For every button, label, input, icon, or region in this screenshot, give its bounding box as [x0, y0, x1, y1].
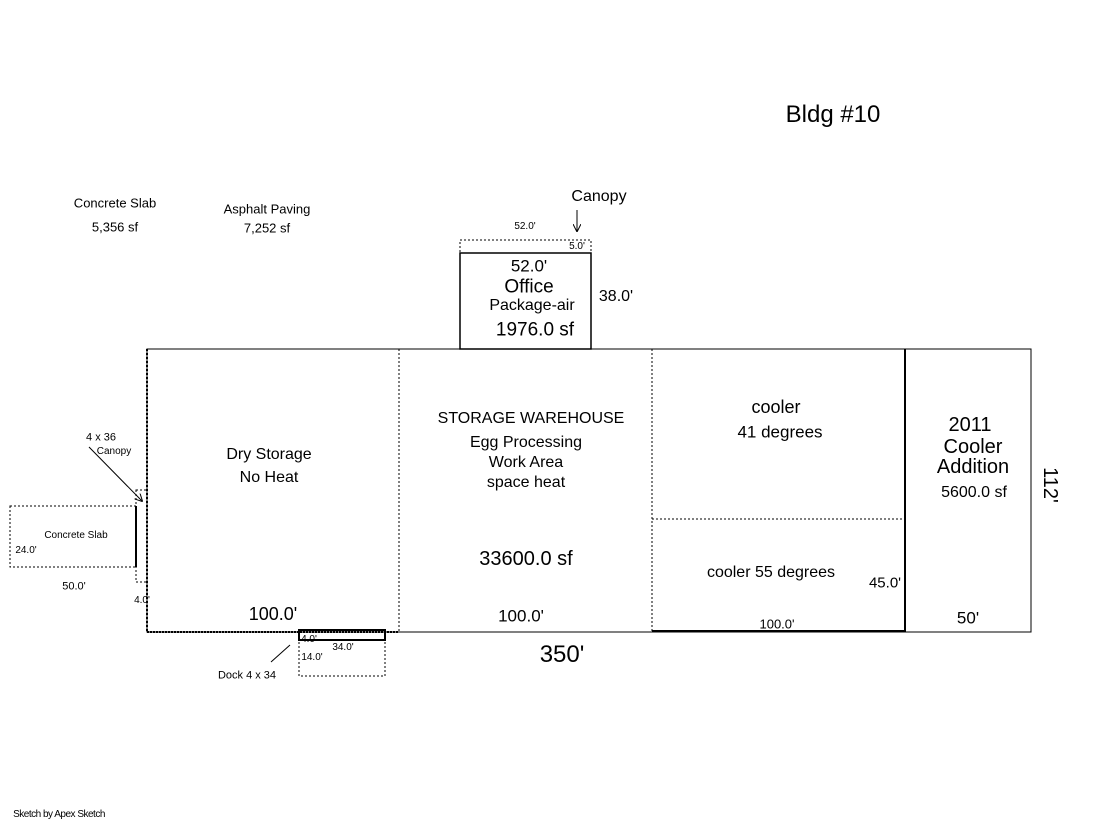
building-title: Bldg #10	[785, 101, 881, 128]
addition-width: 50'	[956, 608, 980, 628]
dock-slab-depth: 14.0'	[301, 652, 323, 663]
cooler-41-temp: 41 degrees	[737, 422, 823, 442]
dry-storage-name: Dry Storage	[226, 446, 312, 463]
warehouse-use: Egg Processing	[469, 434, 583, 451]
dry-storage-width: 100.0'	[248, 604, 298, 624]
concrete-slab-area: 5,356 sf	[91, 219, 139, 235]
dock-label: Dock 4 x 34	[217, 669, 277, 682]
asphalt-label: Asphalt Paving	[223, 201, 311, 217]
canopy-width: 52.0'	[514, 221, 536, 232]
office-name: Office	[504, 276, 554, 298]
left-canopy-outline	[135, 489, 148, 583]
left-slab-depth: 24.0'	[15, 545, 37, 556]
warehouse-use-2: Work Area	[488, 454, 564, 471]
office-area: 1976.0 sf	[495, 319, 575, 341]
warehouse-name: STORAGE WAREHOUSE	[437, 410, 625, 427]
dock-depth: 4.0'	[301, 634, 317, 645]
canopy-depth: 5.0'	[569, 241, 585, 252]
warehouse-area: 33600.0 sf	[479, 548, 573, 570]
warehouse-heat: space heat	[486, 474, 566, 491]
cooler-41-name: cooler	[751, 397, 801, 417]
office-hvac: Package-air	[489, 297, 575, 314]
cooler-55-width: 100.0'	[759, 616, 795, 632]
addition-area: 5600.0 sf	[941, 484, 1007, 501]
dock-arrow	[270, 644, 291, 663]
warehouse-width: 100.0'	[498, 606, 544, 626]
dock-outline	[298, 629, 386, 641]
overall-length: 350'	[539, 641, 585, 668]
left-slab-width: 50.0'	[62, 580, 86, 593]
left-canopy-arrow	[88, 446, 142, 501]
concrete-slab-label: Concrete Slab	[73, 195, 157, 211]
overall-depth: 112'	[1039, 467, 1061, 503]
footer-credit: Sketch by Apex Sketch	[13, 809, 105, 820]
office-width: 52.0'	[510, 256, 548, 276]
addition-line3: Addition	[936, 456, 1010, 478]
cooler-55-name: cooler 55 degrees	[706, 564, 836, 581]
left-canopy-size: 4 x 36	[86, 431, 116, 444]
left-canopy-depth: 4.0'	[134, 595, 150, 606]
asphalt-area: 7,252 sf	[243, 220, 291, 236]
cooler-55-depth: 45.0'	[868, 574, 902, 592]
office-depth: 38.0'	[598, 288, 634, 305]
addition-year: 2011	[948, 414, 992, 436]
dock-width: 34.0'	[332, 642, 354, 653]
dock-slab-outline	[298, 639, 386, 677]
dry-storage-heat: No Heat	[239, 469, 299, 486]
canopy-label: Canopy	[571, 188, 627, 205]
top-canopy-outline	[459, 239, 592, 254]
left-slab-label: Concrete Slab	[44, 530, 108, 541]
addition-line2: Cooler	[943, 436, 1003, 458]
left-canopy-label: Canopy	[96, 446, 132, 457]
